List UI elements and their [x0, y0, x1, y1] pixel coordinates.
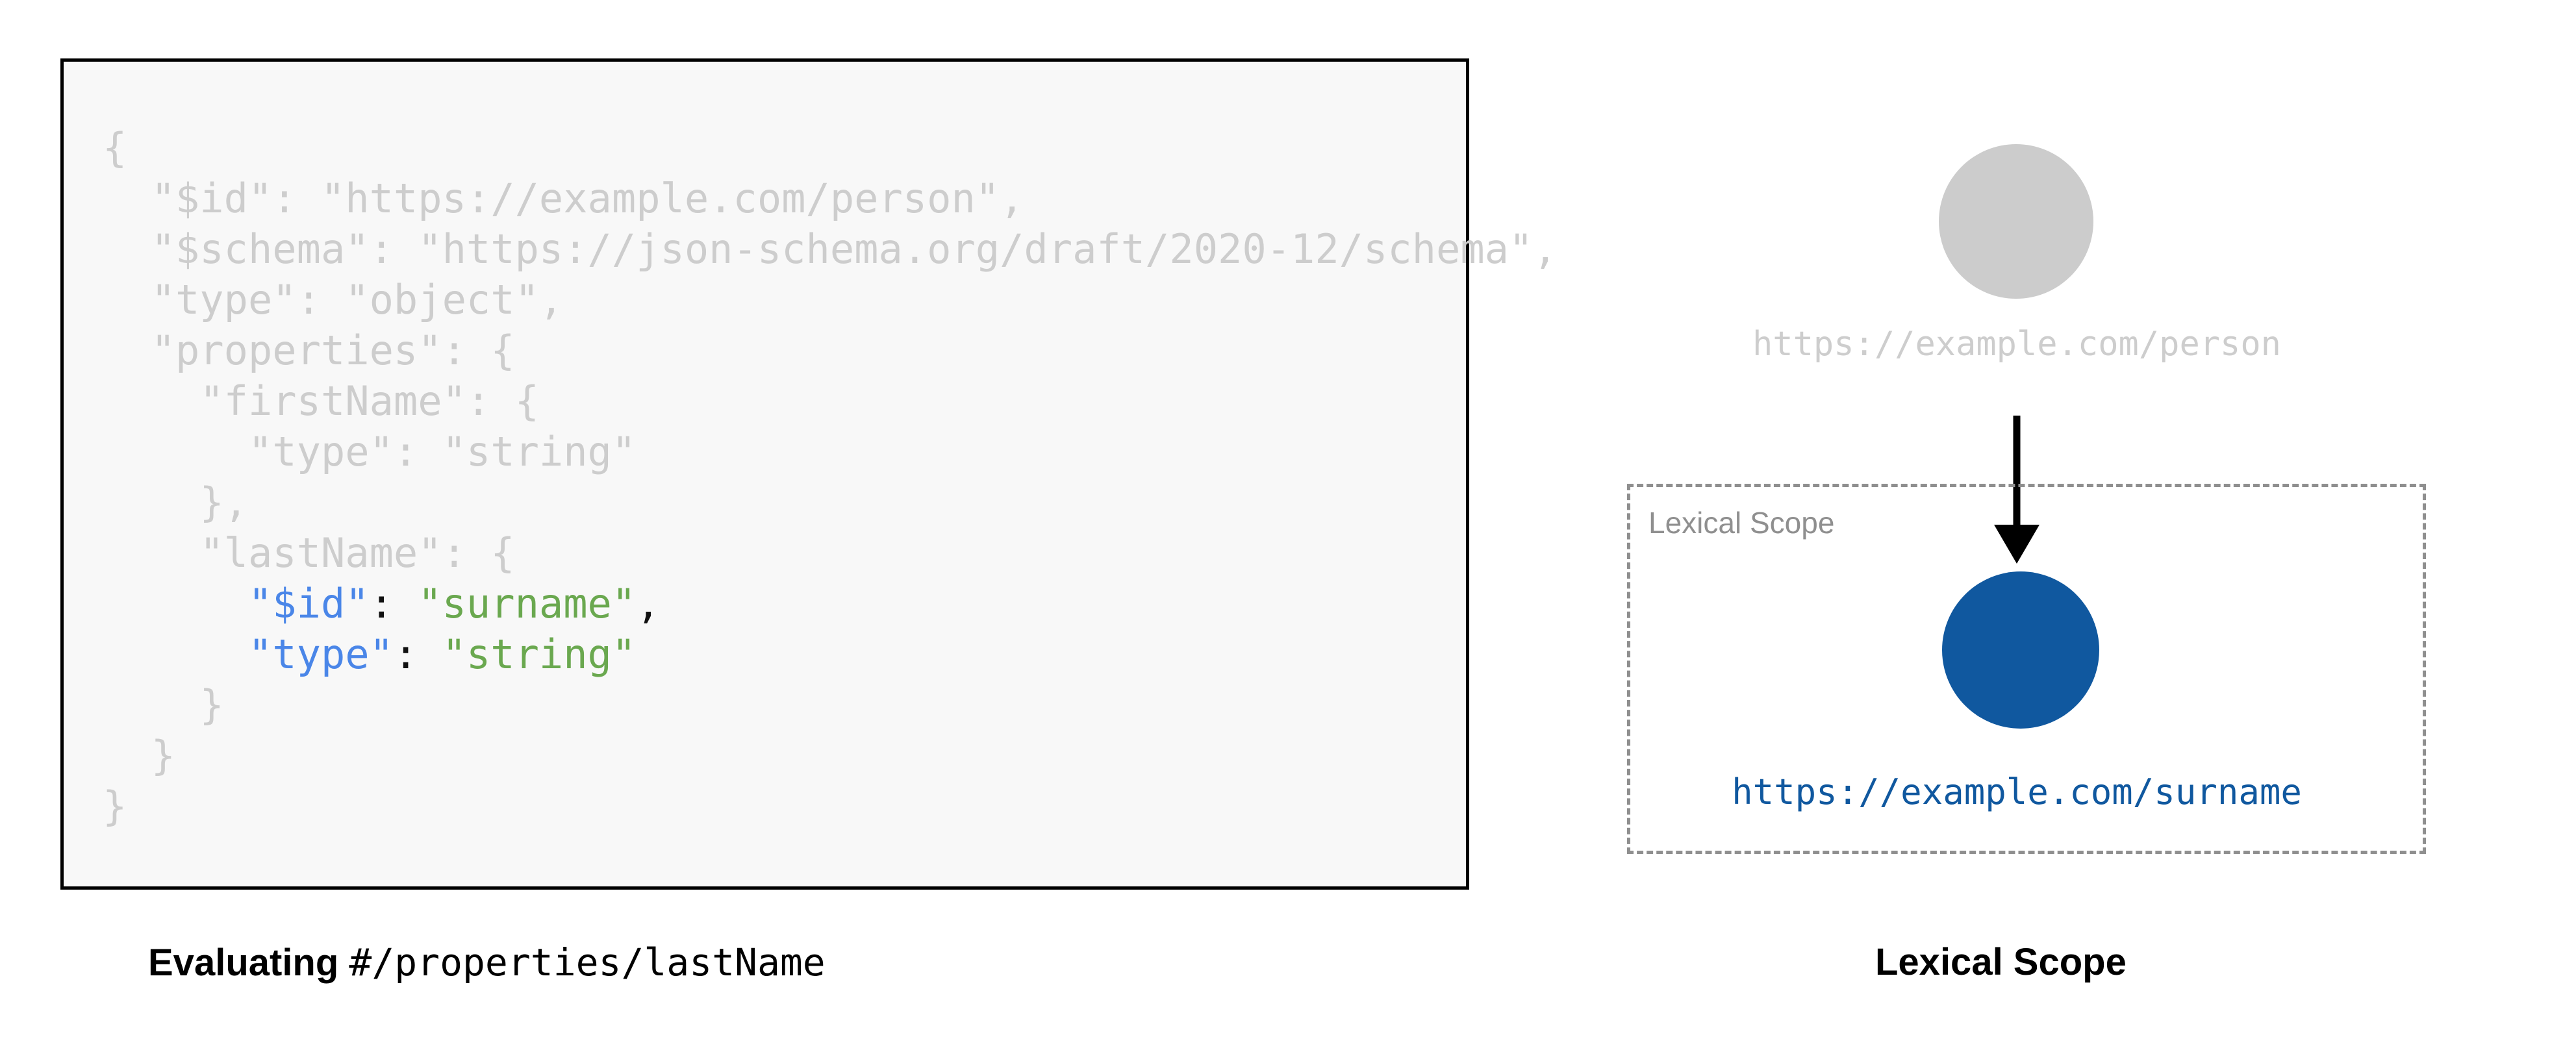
caption-left: Evaluating #/properties/lastName	[148, 940, 826, 984]
code-line: }	[103, 781, 1558, 832]
code-listing[interactable]: { "$id": "https://example.com/person", "…	[103, 123, 1558, 832]
code-line: "$id": "surname",	[103, 579, 1558, 629]
code-token-dim: "$schema": "https://json-schema.org/draf…	[151, 225, 1558, 273]
code-line: "$id": "https://example.com/person",	[103, 173, 1558, 224]
code-token-dim: "properties": {	[151, 327, 515, 374]
code-line: {	[103, 123, 1558, 173]
code-token-dim: "firstName": {	[199, 377, 539, 425]
lexical-scope-diagram: https://example.com/person Lexical Scope…	[1559, 0, 2533, 922]
inner-node-label: https://example.com/surname	[1732, 771, 2302, 812]
code-token-dim: }	[151, 732, 175, 779]
code-line: "properties": {	[103, 325, 1558, 376]
code-token-dim: "type": "object",	[151, 276, 564, 323]
caption-left-bold: Evaluating	[148, 942, 339, 984]
lexical-scope-box-label: Lexical Scope	[1648, 506, 1835, 540]
outer-node-circle[interactable]	[1939, 144, 2093, 299]
code-token-dim: "type": "string"	[247, 428, 637, 475]
code-line: "firstName": {	[103, 376, 1558, 427]
code-token-dim: }	[103, 782, 127, 830]
code-line: "type": "object",	[103, 275, 1558, 325]
caption-right-bold: Lexical Scope	[1875, 941, 2127, 983]
code-line: }	[103, 731, 1558, 781]
code-token-dim: },	[199, 479, 248, 526]
code-token-dim: "$id": "https://example.com/person",	[151, 175, 1024, 222]
code-line: },	[103, 477, 1558, 528]
caption-right: Lexical Scope	[1875, 940, 2127, 984]
code-line: }	[103, 680, 1558, 731]
code-token-key: "type"	[247, 631, 394, 678]
outer-node-label: https://example.com/person	[1752, 325, 2281, 364]
code-token-dim: {	[103, 124, 127, 171]
code-token-str: "string"	[442, 631, 637, 678]
caption-left-mono: #/properties/lastName	[349, 940, 826, 984]
code-token-dim: }	[199, 681, 224, 729]
code-line: "type": "string"	[103, 629, 1558, 680]
code-panel: { "$id": "https://example.com/person", "…	[60, 58, 1558, 890]
lexical-scope-box: Lexical Scope	[1627, 484, 2426, 854]
code-token-str: "surname"	[418, 580, 637, 627]
code-line: "$schema": "https://json-schema.org/draf…	[103, 224, 1558, 275]
code-token-punct: ,	[636, 580, 661, 627]
code-line: "type": "string"	[103, 427, 1558, 477]
down-arrow-icon	[1994, 416, 2039, 564]
code-token-dim: "lastName": {	[199, 529, 515, 577]
inner-node-circle[interactable]	[1942, 571, 2099, 729]
code-token-punct: :	[393, 631, 442, 678]
code-token-punct: :	[369, 580, 418, 627]
code-token-key: "$id"	[247, 580, 370, 627]
code-line: "lastName": {	[103, 528, 1558, 579]
